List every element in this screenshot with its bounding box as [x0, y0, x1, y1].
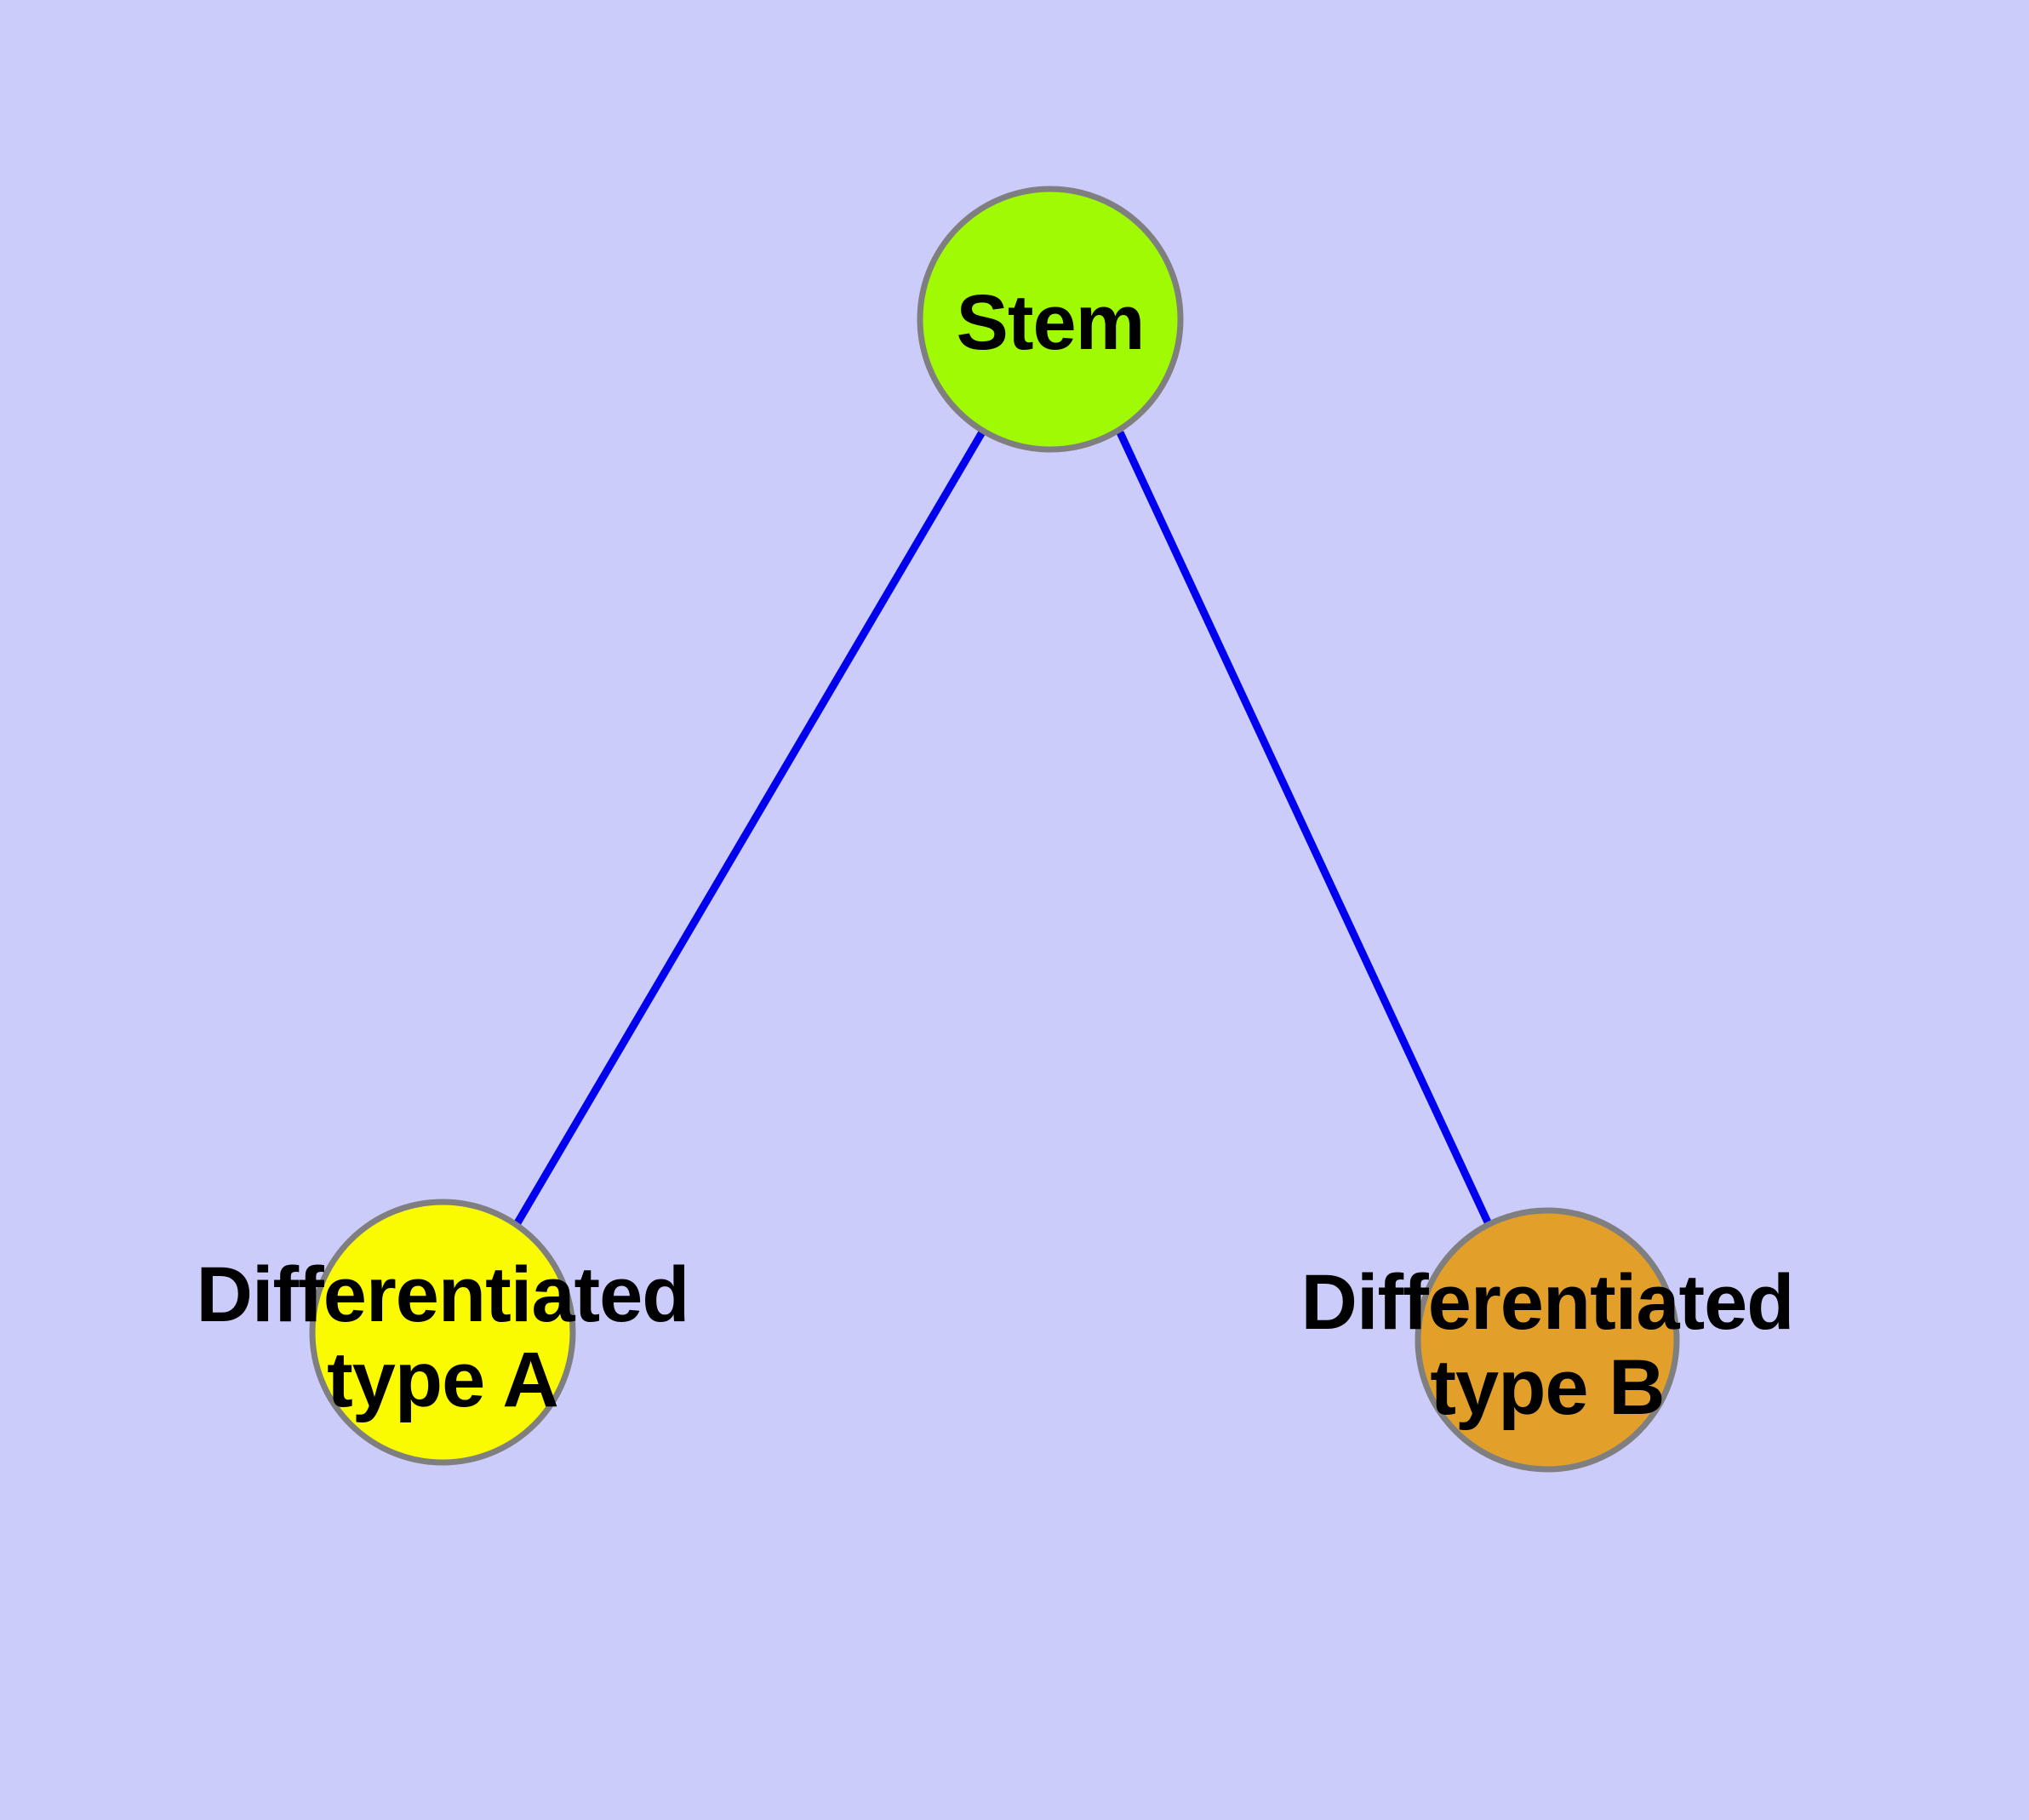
node-circle-stem[interactable] — [917, 186, 1184, 453]
edge-stem-to-diff-b[interactable] — [1116, 431, 1494, 1228]
node-layer — [309, 186, 1680, 1473]
node-circle-diff-a[interactable] — [309, 1199, 576, 1466]
edge-stem-to-diff-a[interactable] — [512, 428, 986, 1228]
node-circle-diff-b[interactable] — [1415, 1207, 1680, 1473]
edge-layer — [512, 428, 1494, 1228]
